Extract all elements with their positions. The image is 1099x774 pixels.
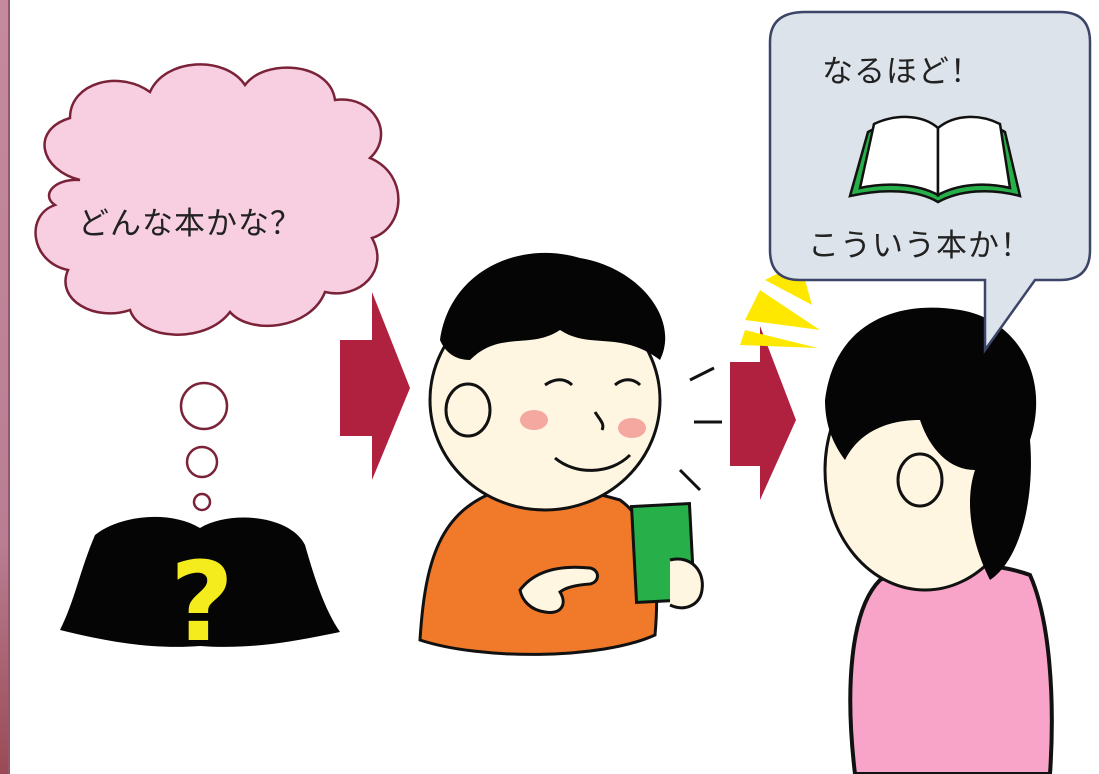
listening-child [823,307,1054,774]
left-slide-edge [0,0,8,774]
black-book-icon [60,516,340,647]
left-slide-edge-line [8,0,10,774]
thought-cloud-icon [34,63,400,512]
thought-bubble-text: どんな本かな？ [78,206,302,242]
presenting-boy [418,252,722,656]
speech-bubble-line1: なるほど！ [822,54,982,90]
mystery-question-mark: ? [170,538,234,666]
open-book-icon [848,115,1022,204]
right-arrow-icon [340,292,796,500]
speech-bubble-line2: こういう本か！ [808,228,1032,264]
